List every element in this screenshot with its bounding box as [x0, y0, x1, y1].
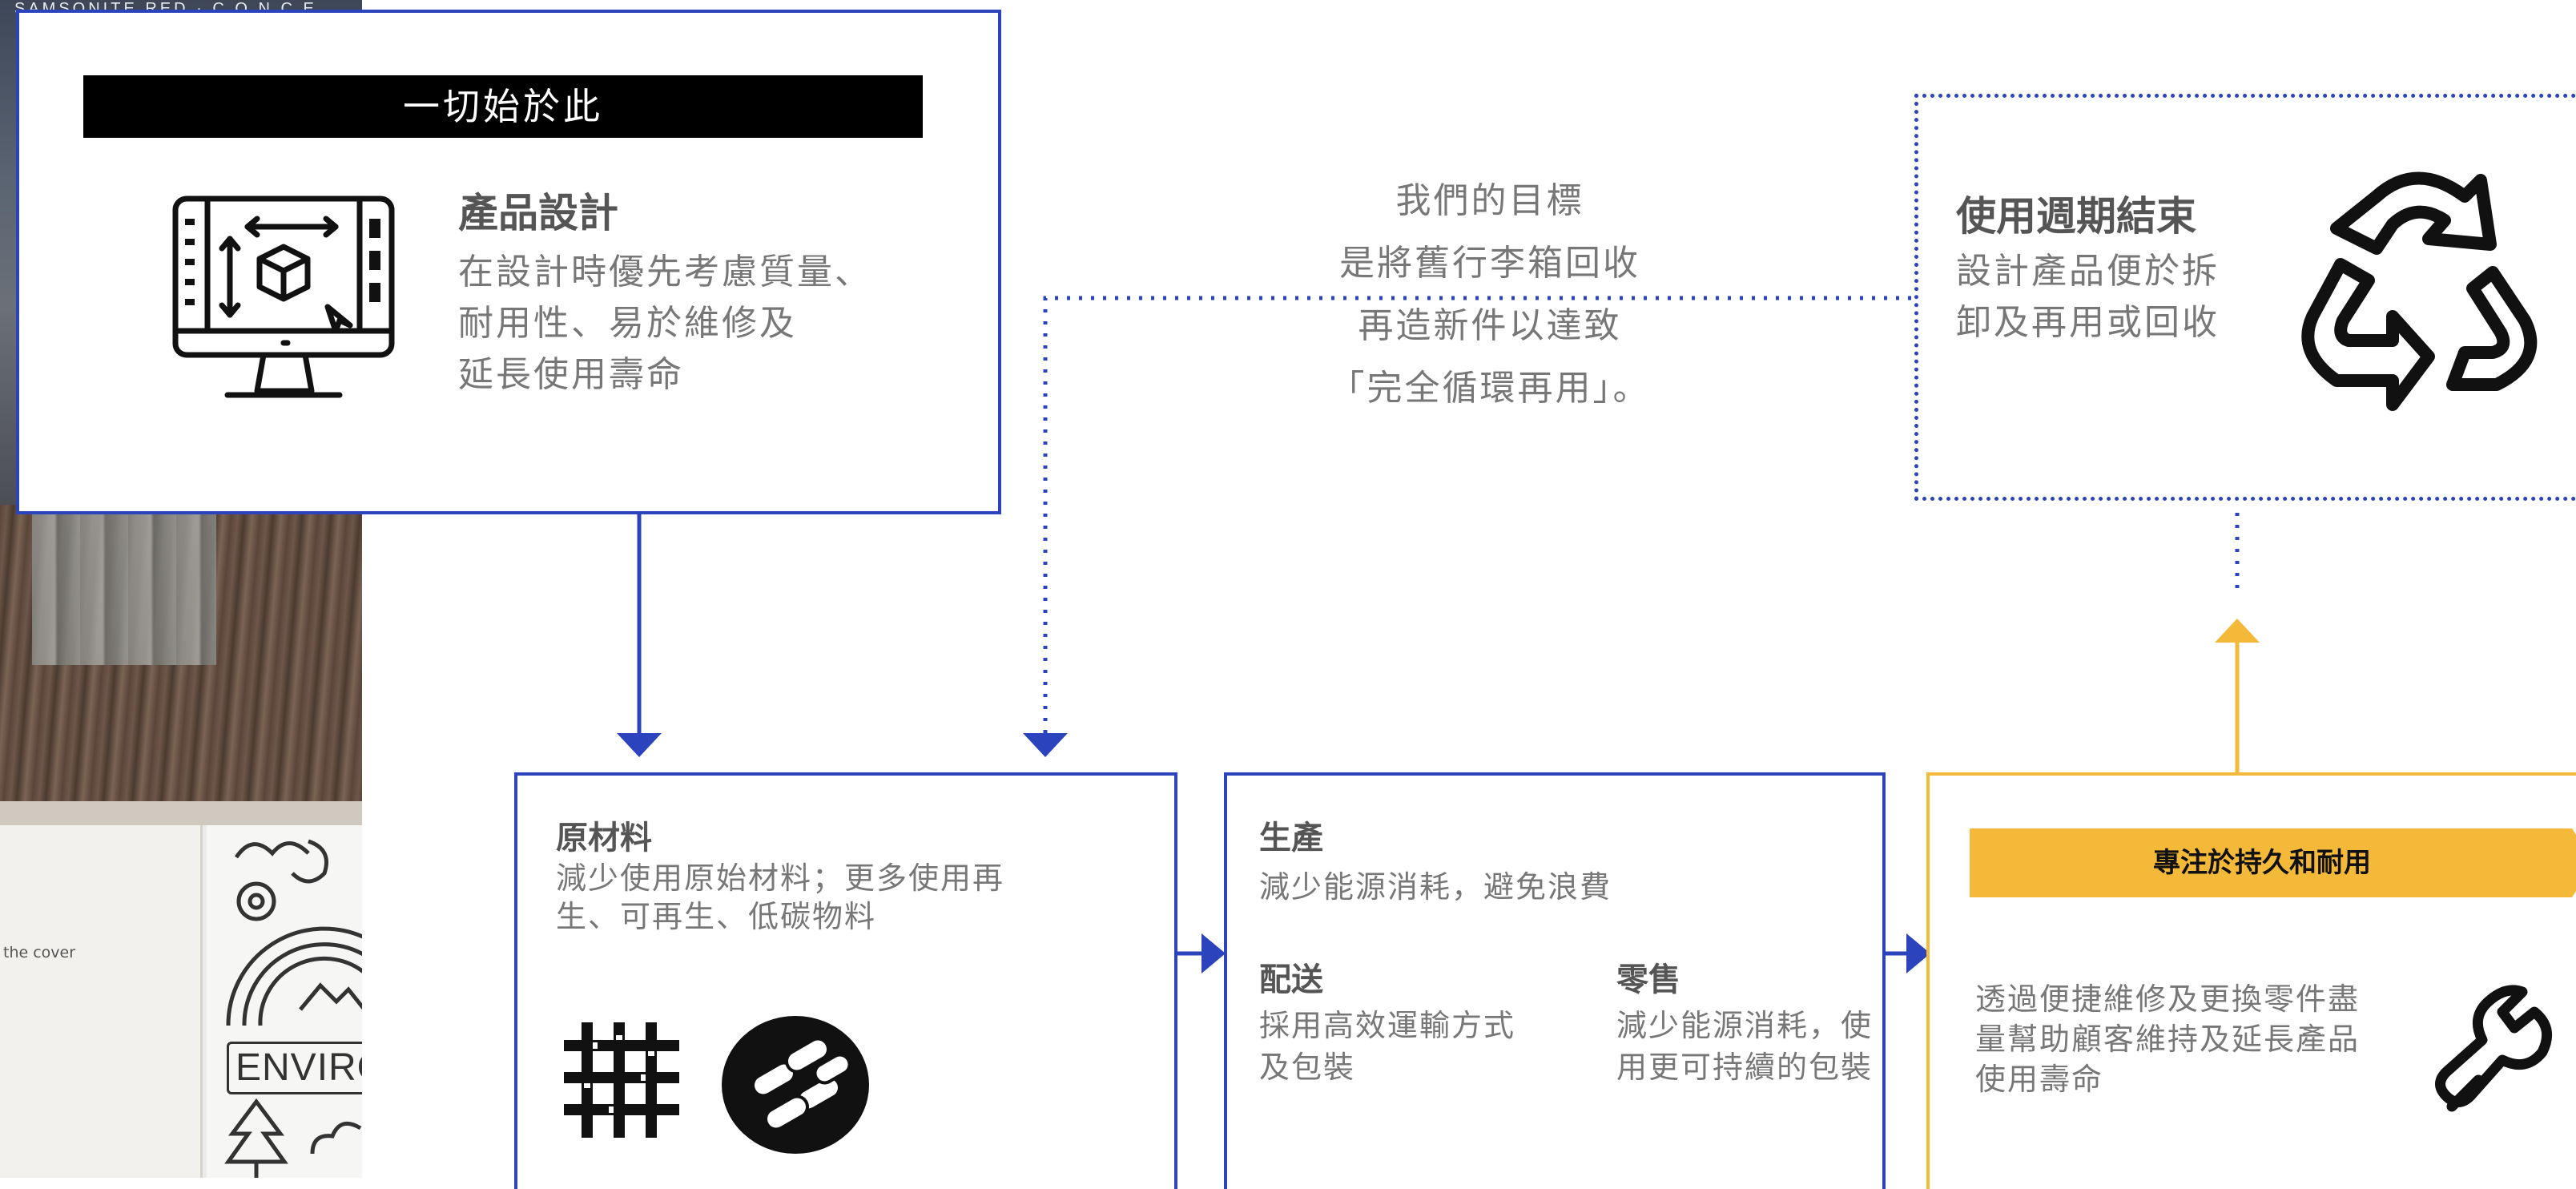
durability-line: 透過便捷維修及更換零件盡 — [1975, 981, 2361, 1017]
raw-materials-box: 原材料 減少使用原始材料；更多使用再 生、可再生、低碳物料 — [514, 772, 1177, 1189]
production-desc: 減少能源消耗，避免浪費 — [1259, 869, 1612, 905]
retail-line: 減少能源消耗，使 — [1616, 1008, 1874, 1043]
tree-doodle — [224, 1098, 288, 1178]
materials-text: 減少使用原始材料；更多使用再 生、可再生、低碳物料 — [556, 859, 1004, 936]
production-box: 生產 減少能源消耗，避免浪費 配送 採用高效運輸方式 及包裝 零售 減少能源消耗… — [1224, 772, 1886, 1189]
end-of-life-box: 使用週期結束 設計產品便於拆 卸及再用或回收 — [1914, 94, 2576, 501]
enviro-sign: ENVIRO — [227, 1042, 362, 1094]
eol-line: 卸及再用或回收 — [1956, 302, 2220, 343]
computer-design-icon — [172, 195, 395, 398]
durability-banner: 專注於持久和耐用 — [2153, 847, 2371, 879]
retail-title: 零售 — [1616, 961, 1680, 998]
design-line: 耐用性、易於維修及 — [458, 303, 797, 344]
recycle-icon — [2301, 171, 2538, 411]
retail-line: 用更可持續的包裝 — [1616, 1050, 1874, 1085]
arrow-head-durability — [1906, 933, 1930, 973]
arrow-head-materials — [617, 733, 662, 757]
durability-text: 透過便捷維修及更換零件盡 量幫助顧客維持及延長產品 使用壽命 — [1975, 979, 2360, 1099]
eol-line: 設計產品便於拆 — [1956, 251, 2220, 292]
fabric-weave-icon — [564, 1022, 679, 1138]
delivery-title: 配送 — [1259, 961, 1323, 998]
arrow-head-yellow — [2215, 619, 2260, 643]
eol-text: 設計產品便於拆 卸及再用或回收 — [1956, 246, 2220, 349]
goal-line: 再造新件以達致 — [1358, 305, 1622, 346]
durability-line: 量幫助顧客維持及延長產品 — [1975, 1022, 2361, 1057]
arrow-head-production — [1201, 933, 1226, 973]
dotted-loop-line — [1043, 296, 1916, 733]
cloud-doodle — [310, 1121, 362, 1155]
goal-text: 我們的目標 是將舊行李箱回收 再造新件以達致 「完全循環再用」。 — [1298, 170, 1682, 420]
photo-box — [0, 825, 203, 1178]
start-banner: 一切始於此 — [83, 75, 923, 138]
materials-title: 原材料 — [556, 820, 652, 856]
durability-box: 專注於持久和耐用 透過便捷維修及更換零件盡 量幫助顧客維持及延長產品 使用壽命 — [1926, 772, 2576, 1189]
materials-line: 減少使用原始材料；更多使用再 — [556, 861, 1005, 896]
materials-line: 生、可再生、低碳物料 — [556, 899, 877, 934]
product-design-box: 一切始於此 產品設計 在設計時優先考慮質量、 耐用性、易於維修及 — [16, 10, 1001, 514]
goal-line: 我們的目標 — [1395, 180, 1584, 221]
durability-line: 使用壽命 — [1975, 1062, 2104, 1097]
delivery-line: 及包裝 — [1259, 1050, 1356, 1085]
wrench-icon — [2435, 985, 2553, 1112]
goal-line: 「完全循環再用」。 — [1329, 368, 1651, 409]
goal-line: 是將舊行李箱回收 — [1339, 243, 1640, 284]
design-line: 延長使用壽命 — [458, 354, 684, 395]
design-line: 在設計時優先考慮質量、 — [458, 252, 872, 292]
photo-shelf — [0, 801, 362, 825]
fiber-bundle-icon — [722, 1016, 869, 1154]
retail-text: 減少能源消耗，使 用更可持續的包裝 — [1616, 1005, 1873, 1088]
doodle-illustration — [226, 839, 362, 1026]
photo-pillars — [32, 513, 216, 665]
delivery-text: 採用高效運輸方式 及包裝 — [1259, 1005, 1515, 1088]
arrow-head-dotted — [1023, 733, 1068, 757]
design-text: 在設計時優先考慮質量、 耐用性、易於維修及 延長使用壽命 — [458, 247, 872, 401]
eol-title: 使用週期結束 — [1956, 193, 2196, 240]
production-title: 生產 — [1259, 820, 1323, 856]
photo-caption: the cover — [3, 944, 76, 961]
delivery-line: 採用高效運輸方式 — [1259, 1008, 1516, 1043]
durability-banner-shape — [1970, 828, 2576, 897]
design-title: 產品設計 — [458, 190, 618, 236]
